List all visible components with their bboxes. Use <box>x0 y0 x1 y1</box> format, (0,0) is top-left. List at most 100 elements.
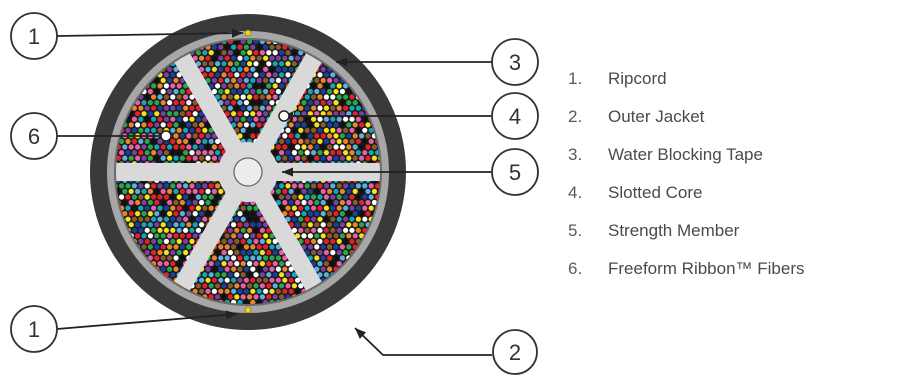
optical-fiber <box>179 122 185 128</box>
optical-fiber <box>144 116 150 122</box>
optical-fiber <box>269 277 275 283</box>
optical-fiber <box>263 266 269 272</box>
optical-fiber <box>192 211 198 217</box>
optical-fiber <box>352 211 358 217</box>
optical-fiber <box>221 105 227 111</box>
optical-fiber <box>304 216 310 222</box>
optical-fiber <box>320 199 326 206</box>
optical-fiber <box>323 194 329 200</box>
optical-fiber <box>352 233 358 239</box>
optical-fiber <box>170 249 176 256</box>
optical-fiber <box>183 238 189 244</box>
optical-fiber <box>259 83 265 89</box>
optical-fiber <box>147 244 153 250</box>
optical-fiber <box>138 105 144 111</box>
optical-fiber <box>282 277 288 283</box>
optical-fiber <box>359 155 365 161</box>
optical-fiber <box>135 222 141 228</box>
optical-fiber <box>307 144 313 150</box>
optical-fiber <box>282 144 288 150</box>
optical-fiber <box>291 183 297 189</box>
optical-fiber <box>243 111 249 117</box>
optical-fiber <box>327 155 333 161</box>
optical-fiber <box>307 111 313 117</box>
optical-fiber <box>183 249 189 256</box>
optical-fiber <box>339 233 345 239</box>
optical-fiber <box>355 227 361 233</box>
optical-fiber <box>343 194 349 200</box>
optical-fiber <box>231 122 237 128</box>
optical-fiber <box>336 261 342 267</box>
optical-fiber <box>231 55 237 61</box>
optical-fiber <box>323 227 329 233</box>
optical-fiber <box>221 261 227 267</box>
optical-fiber <box>199 199 205 206</box>
optical-fiber <box>218 288 224 294</box>
optical-fiber <box>119 138 125 144</box>
optical-fiber <box>202 150 208 156</box>
optical-fiber <box>231 44 237 50</box>
optical-fiber <box>307 255 313 261</box>
optical-fiber <box>320 88 326 95</box>
optical-fiber <box>141 144 147 150</box>
optical-fiber <box>269 77 275 83</box>
optical-fiber <box>343 238 349 244</box>
optical-fiber <box>291 116 297 122</box>
leader-dot <box>278 110 290 122</box>
optical-fiber <box>263 77 269 83</box>
leader-ripcord-top <box>56 32 244 37</box>
optical-fiber <box>163 205 169 211</box>
optical-fiber <box>285 50 291 56</box>
optical-fiber <box>323 238 329 244</box>
optical-fiber <box>359 199 365 206</box>
optical-fiber <box>314 111 320 117</box>
optical-fiber <box>147 111 153 117</box>
optical-fiber <box>327 266 333 272</box>
optical-fiber <box>243 277 249 283</box>
optical-fiber <box>211 77 217 83</box>
optical-fiber <box>304 227 310 233</box>
optical-fiber <box>256 66 262 72</box>
optical-fiber <box>320 244 326 250</box>
optical-fiber <box>157 83 163 89</box>
optical-fiber <box>122 155 128 161</box>
optical-fiber <box>259 61 265 67</box>
optical-fiber <box>211 266 217 272</box>
optical-fiber <box>243 88 249 95</box>
optical-fiber <box>368 138 374 144</box>
optical-fiber <box>327 144 333 150</box>
optical-fiber <box>215 272 221 278</box>
optical-fiber <box>253 205 259 211</box>
optical-fiber <box>144 194 150 200</box>
optical-fiber <box>176 138 182 144</box>
optical-fiber <box>285 261 291 267</box>
optical-fiber <box>160 211 166 217</box>
optical-fiber <box>167 244 173 250</box>
optical-fiber <box>343 83 349 89</box>
optical-fiber <box>307 88 313 95</box>
optical-fiber <box>304 194 310 200</box>
optical-fiber <box>221 272 227 278</box>
optical-fiber <box>144 150 150 156</box>
optical-fiber <box>365 188 371 194</box>
optical-fiber <box>362 138 368 144</box>
optical-fiber <box>227 294 233 300</box>
optical-fiber <box>346 88 352 95</box>
optical-fiber <box>259 116 265 122</box>
optical-fiber <box>215 150 221 156</box>
optical-fiber <box>250 288 256 294</box>
optical-fiber <box>339 255 345 261</box>
optical-fiber <box>323 249 329 256</box>
optical-fiber <box>135 111 141 117</box>
optical-fiber <box>263 277 269 283</box>
legend-number: 4. <box>568 183 583 202</box>
optical-fiber <box>275 77 281 83</box>
optical-fiber <box>227 83 233 89</box>
optical-fiber <box>250 77 256 83</box>
optical-fiber <box>355 105 361 111</box>
optical-fiber <box>256 100 262 106</box>
optical-fiber <box>173 211 179 217</box>
optical-fiber <box>215 61 221 67</box>
legend-item-outer-jacket: 2.Outer Jacket <box>568 104 805 142</box>
optical-fiber <box>253 216 259 222</box>
